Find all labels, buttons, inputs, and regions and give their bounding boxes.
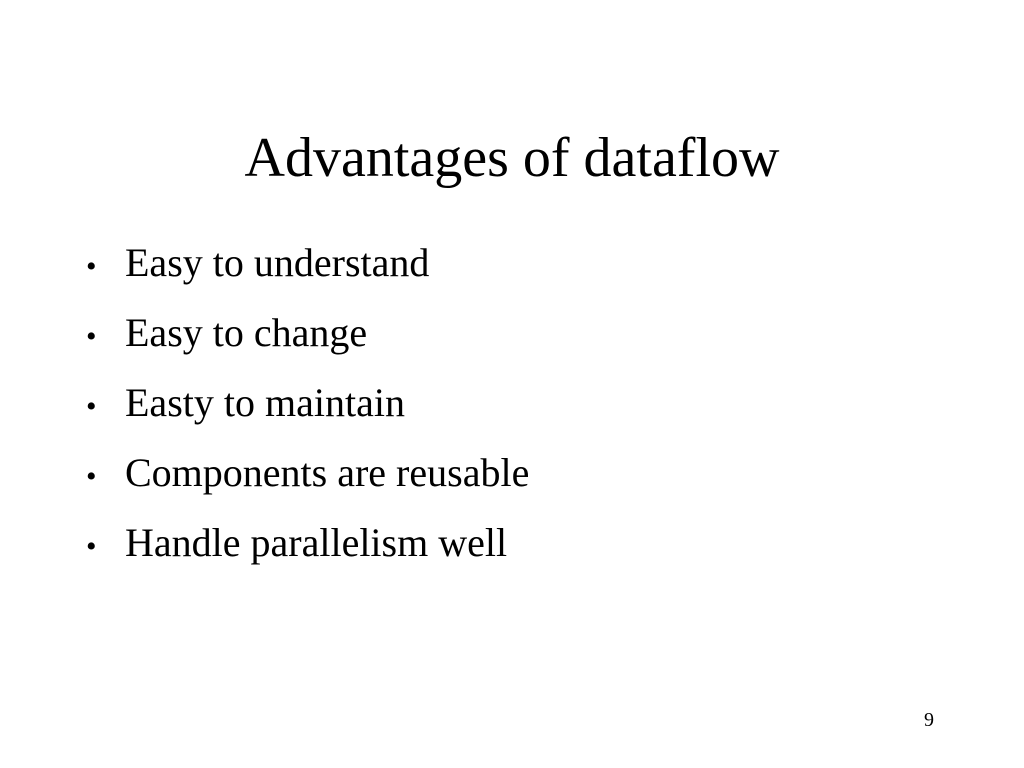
bullet-list: • Easy to understand • Easy to change • …: [86, 230, 529, 580]
bullet-item: • Components are reusable: [86, 440, 529, 510]
bullet-text: Easy to change: [125, 310, 368, 355]
bullet-text: Components are reusable: [125, 450, 530, 495]
bullet-text: Easty to maintain: [125, 380, 405, 425]
bullet-item: • Easy to change: [86, 300, 529, 370]
slide-title: Advantages of dataflow: [244, 127, 780, 189]
bullet-dot-icon: •: [86, 250, 97, 283]
bullet-dot-icon: •: [86, 530, 97, 563]
page-number: 9: [924, 709, 934, 731]
bullet-dot-icon: •: [86, 320, 97, 353]
bullet-text: Easy to understand: [125, 240, 430, 285]
bullet-item: • Handle parallelism well: [86, 510, 529, 580]
bullet-item: • Easy to understand: [86, 230, 529, 300]
bullet-dot-icon: •: [86, 390, 97, 423]
bullet-dot-icon: •: [86, 460, 97, 493]
bullet-text: Handle parallelism well: [125, 520, 508, 565]
bullet-item: • Easty to maintain: [86, 370, 529, 440]
